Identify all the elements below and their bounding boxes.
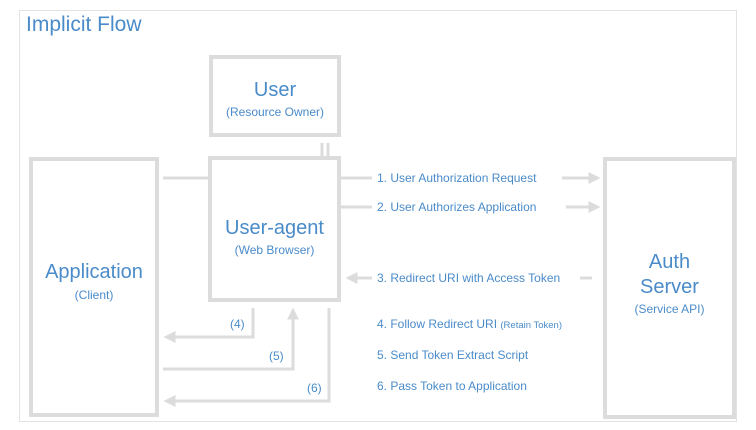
step-4-label-text: 4. Follow Redirect URI [377, 317, 498, 331]
arrow-step-5 [163, 307, 299, 371]
arrow-step-4 [163, 308, 255, 343]
arrow-number-4: (4) [230, 317, 245, 331]
auth-server-box-name-line2: Server [640, 276, 699, 298]
diagram-title: Implicit Flow [26, 13, 142, 36]
application-box-role: (Client) [74, 288, 114, 302]
user-box-name: User [253, 79, 297, 101]
user-box-role: (Resource Owner) [225, 105, 325, 119]
arrow-number-5: (5) [269, 349, 284, 363]
user-box: User (Resource Owner) [209, 55, 341, 137]
step-4-label-note: (Retain Token) [500, 320, 562, 331]
arrow-number-6: (6) [307, 381, 322, 395]
step-6-label: 6. Pass Token to Application [377, 379, 527, 393]
arrow-step-6 [163, 308, 331, 407]
step-2-label: 2. User Authorizes Application [377, 200, 537, 214]
application-box-name: Application [45, 261, 143, 283]
application-box: Application (Client) [29, 157, 159, 417]
step-4-label: 4. Follow Redirect URI (Retain Token) [377, 317, 562, 331]
step-5-label: 5. Send Token Extract Script [377, 348, 529, 362]
user-agent-box-role: (Web Browser) [234, 243, 315, 257]
auth-server-box: Auth Server (Service API) [603, 157, 736, 419]
user-agent-box: User-agent (Web Browser) [208, 156, 341, 302]
step-1-label: 1. User Authorization Request [377, 171, 537, 185]
user-agent-box-name: User-agent [225, 217, 324, 239]
diagram-frame [19, 10, 737, 422]
auth-server-box-name-line1: Auth [648, 251, 691, 273]
step-3-label: 3. Redirect URI with Access Token [377, 271, 561, 285]
auth-server-box-role: (Service API) [634, 302, 705, 316]
